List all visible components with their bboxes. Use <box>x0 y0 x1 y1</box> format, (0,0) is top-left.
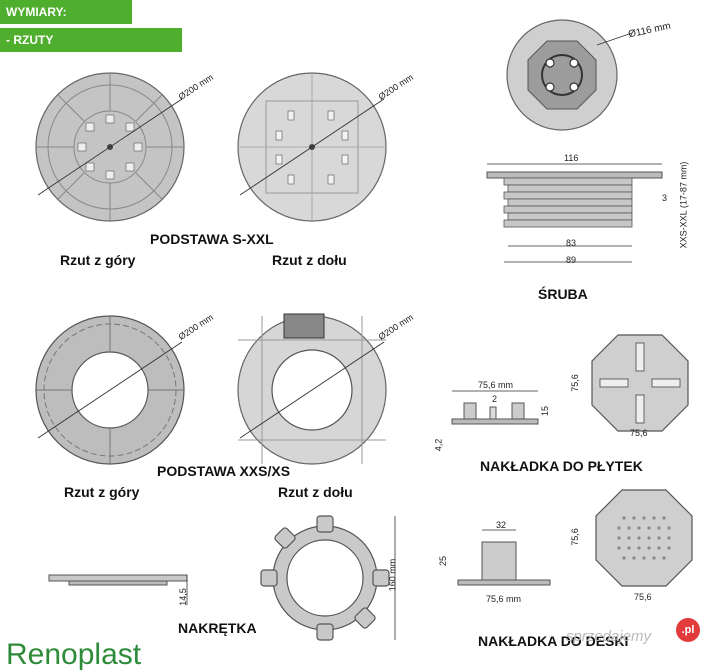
dim-width: 75,6 <box>630 428 648 438</box>
deck-cap-side-drawing <box>457 529 551 586</box>
dim-width: 83 <box>566 238 577 248</box>
base-xxsxs-bottom-drawing <box>237 313 387 465</box>
header-band-dimensions: WYMIARY: <box>0 0 132 24</box>
nut-side-drawing <box>48 574 188 605</box>
title-nut: NAKRĘTKA <box>178 620 257 636</box>
dim-width: 32 <box>496 520 507 530</box>
dim-width: 89 <box>566 255 577 265</box>
label-top-view: Rzut z góry <box>60 252 136 268</box>
nut-top-drawing <box>260 515 396 641</box>
renoplast-logo: Renoplast <box>6 638 142 671</box>
dim-width: 75,6 mm <box>486 594 522 604</box>
dim-height: 25 <box>438 555 449 567</box>
label-bottom-view: Rzut z dołu <box>272 252 347 268</box>
dim-thickness: 3 <box>662 193 668 203</box>
tile-cap-side-drawing <box>451 390 539 425</box>
dim-height: 160 mm <box>387 558 398 592</box>
screw-side-drawing <box>486 163 663 263</box>
dim-width: 116 <box>564 153 579 163</box>
dim-height: 75,6 <box>569 528 580 546</box>
screw-top-drawing <box>506 19 633 131</box>
watermark-text: sprzedajemy <box>566 628 652 645</box>
header-band-views: - RZUTY <box>0 28 182 52</box>
dim-diameter: Ø116 mm <box>627 20 672 41</box>
base-xxsxs-top-drawing <box>35 315 185 465</box>
dim-width: 75,6 <box>634 592 652 602</box>
dim-spacer: 2 <box>492 394 498 404</box>
title-screw: ŚRUBA <box>538 286 588 302</box>
title-deck-cap: NAKŁADKA DO DESKI <box>478 633 629 649</box>
dim-height: 14,5 <box>177 588 188 606</box>
tile-cap-top-drawing <box>591 334 689 432</box>
dim-height-range: XXS-XXL (17-87 mm) <box>678 161 689 249</box>
dim-width: 75,6 mm <box>478 380 514 390</box>
band-text: WYMIARY: <box>6 5 67 19</box>
dim-height: 75,6 <box>569 374 580 392</box>
title-base-xxsxs: PODSTAWA XXS/XS <box>157 463 291 479</box>
deck-cap-top-drawing <box>595 489 693 587</box>
title-base-sxxl: PODSTAWA S-XXL <box>150 231 274 247</box>
base-sxxl-top-drawing <box>35 72 185 222</box>
dim-thickness: 4,2 <box>433 438 444 452</box>
dim-height: 15 <box>540 405 551 417</box>
band-text: - RZUTY <box>6 33 54 47</box>
label-bottom-view: Rzut z dołu <box>278 484 353 500</box>
label-top-view: Rzut z góry <box>64 484 140 500</box>
base-sxxl-bottom-drawing <box>237 72 387 222</box>
watermark-badge: .pl <box>676 618 700 642</box>
title-tile-cap: NAKŁADKA DO PŁYTEK <box>480 458 643 474</box>
